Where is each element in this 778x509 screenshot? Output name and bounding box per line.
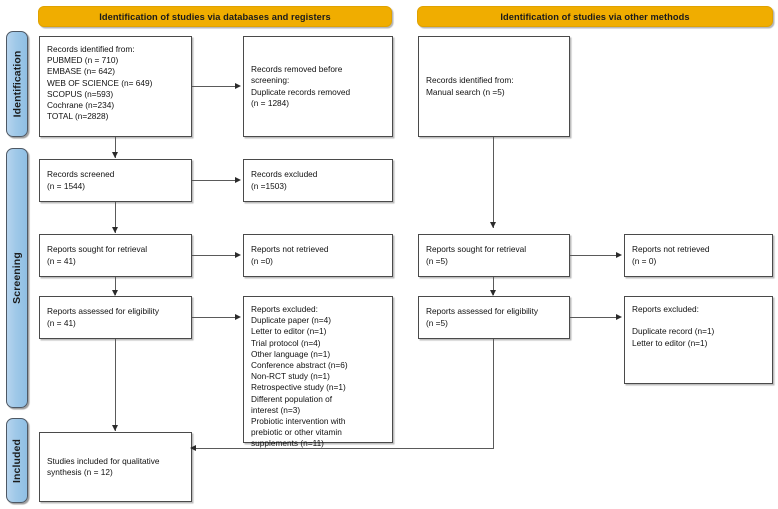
node-reports-sought-right-text: Reports sought for retrieval (n =5) [426, 244, 527, 266]
connector-right-branch-down [493, 339, 494, 449]
arrow-right-branch-to-included-icon [190, 444, 196, 451]
node-reports-not-retrieved-right: Reports not retrieved (n = 0) [624, 234, 773, 277]
connector-sought-to-notretrieved-left [192, 255, 235, 256]
stage-label-identification: Identification [11, 50, 24, 118]
node-studies-included: Studies included for qualitative synthes… [39, 432, 192, 502]
node-reports-assessed-right: Reports assessed for eligibility (n =5) [418, 296, 570, 339]
node-reports-excluded-left-text: Reports excluded: Duplicate paper (n=4) … [251, 304, 348, 449]
banner-databases-registers: Identification of studies via databases … [38, 6, 392, 27]
banner-other-methods: Identification of studies via other meth… [417, 6, 773, 27]
node-reports-assessed-right-text: Reports assessed for eligibility (n =5) [426, 306, 539, 328]
connector-assessed-to-included [115, 339, 116, 431]
node-reports-excluded-right-text: Reports excluded: Duplicate record (n=1)… [632, 304, 715, 348]
node-reports-excluded-left: Reports excluded: Duplicate paper (n=4) … [243, 296, 393, 448]
node-reports-not-retrieved-right-text: Reports not retrieved (n = 0) [632, 244, 710, 266]
node-reports-not-retrieved-left: Reports not retrieved (n =0) [243, 234, 393, 277]
arrow-assessed-to-excluded-left-icon [235, 313, 241, 320]
node-reports-excluded-right: Reports excluded: Duplicate record (n=1)… [624, 296, 773, 384]
node-records-removed: Records removed before screening: Duplic… [243, 36, 393, 137]
node-records-identified-other: Records identified from: Manual search (… [418, 36, 570, 137]
node-records-identified-text: Records identified from: PUBMED (n = 710… [47, 44, 153, 122]
arrow-assessed-to-included-icon [111, 425, 118, 431]
banner-other-label: Identification of studies via other meth… [500, 11, 690, 22]
connector-sought-to-assessed-right [493, 277, 494, 295]
arrow-sought-to-assessed-left-icon [111, 290, 118, 296]
arrow-sought-to-notretrieved-right-icon [616, 251, 622, 258]
connector-screened-to-excluded [192, 180, 235, 181]
connector-right-branch-to-included [196, 448, 494, 449]
banner-databases-label: Identification of studies via databases … [99, 11, 331, 22]
stage-pill-screening: Screening [6, 148, 28, 408]
stage-label-screening: Screening [11, 252, 24, 304]
connector-assessed-to-excluded-left [192, 317, 235, 318]
node-records-identified-other-text: Records identified from: Manual search (… [426, 75, 514, 97]
arrow-sought-to-notretrieved-left-icon [235, 251, 241, 258]
connector-other-identified-to-sought [493, 137, 494, 228]
node-records-screened-text: Records screened (n = 1544) [47, 169, 115, 191]
node-reports-sought-left-text: Reports sought for retrieval (n = 41) [47, 244, 148, 266]
node-records-screened: Records screened (n = 1544) [39, 159, 192, 202]
node-records-removed-text: Records removed before screening: Duplic… [251, 64, 351, 108]
arrow-screened-to-excluded-icon [235, 176, 241, 183]
node-reports-assessed-left: Reports assessed for eligibility (n = 41… [39, 296, 192, 339]
node-reports-assessed-left-text: Reports assessed for eligibility (n = 41… [47, 306, 160, 328]
connector-sought-to-notretrieved-right [570, 255, 616, 256]
arrow-other-identified-to-sought-icon [489, 222, 496, 228]
connector-screened-to-sought [115, 202, 116, 233]
node-reports-sought-left: Reports sought for retrieval (n = 41) [39, 234, 192, 277]
arrow-identified-to-screened-icon [111, 152, 118, 158]
arrow-screened-to-sought-icon [111, 227, 118, 233]
node-records-identified: Records identified from: PUBMED (n = 710… [39, 36, 192, 137]
node-studies-included-text: Studies included for qualitative synthes… [47, 455, 160, 477]
connector-sought-to-assessed-left [115, 277, 116, 295]
connector-assessed-to-excluded-right [570, 317, 616, 318]
node-records-excluded-text: Records excluded (n =1503) [251, 169, 318, 191]
node-reports-sought-right: Reports sought for retrieval (n =5) [418, 234, 570, 277]
node-records-excluded: Records excluded (n =1503) [243, 159, 393, 202]
stage-pill-included: Included [6, 418, 28, 503]
stage-label-included: Included [11, 438, 24, 483]
arrow-sought-to-assessed-right-icon [489, 290, 496, 296]
arrow-identified-to-removed-icon [235, 82, 241, 89]
arrow-assessed-to-excluded-right-icon [616, 313, 622, 320]
connector-identified-to-screened [115, 137, 116, 158]
node-reports-not-retrieved-left-text: Reports not retrieved (n =0) [251, 244, 329, 266]
stage-pill-identification: Identification [6, 31, 28, 137]
connector-identified-to-removed [192, 86, 235, 87]
